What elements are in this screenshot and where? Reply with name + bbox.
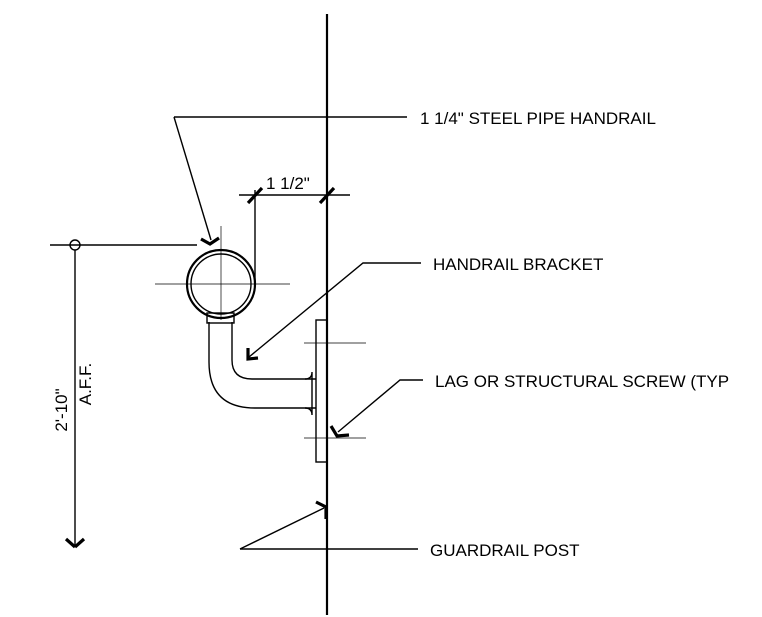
bracket-arm <box>208 322 316 409</box>
offset-tick-left <box>246 186 264 205</box>
offset-tick-right <box>318 186 336 205</box>
bracket-mounting-plate <box>315 319 328 463</box>
offset-dim-label: 1 1/2" <box>266 174 310 193</box>
height-tick-bottom <box>64 537 77 549</box>
bracket-arm-flare <box>304 371 313 416</box>
screw-label: LAG OR STRUCTURAL SCREW (TYP <box>435 372 729 391</box>
post-arrow <box>315 500 328 519</box>
pipe-handrail-label: 1 1/4" STEEL PIPE HANDRAIL <box>420 109 656 128</box>
screw-leader <box>337 379 423 433</box>
height-tick-bottom2 <box>73 537 86 549</box>
pipe-handrail-arrow <box>200 236 220 246</box>
bracket-neck <box>206 312 235 324</box>
post-label: GUARDRAIL POST <box>430 541 580 560</box>
bracket-arm-inner <box>231 322 316 380</box>
height-dim-label: 2'-10" <box>52 388 71 431</box>
bracket-leader <box>248 262 421 358</box>
screw-arrow <box>329 425 350 438</box>
pipe-handrail-leader-diag <box>173 116 212 241</box>
bracket-label: HANDRAIL BRACKET <box>433 255 603 274</box>
bracket-arrow <box>246 348 259 361</box>
post-leader <box>239 507 325 550</box>
height-ref-label: A.F.F. <box>76 363 95 406</box>
